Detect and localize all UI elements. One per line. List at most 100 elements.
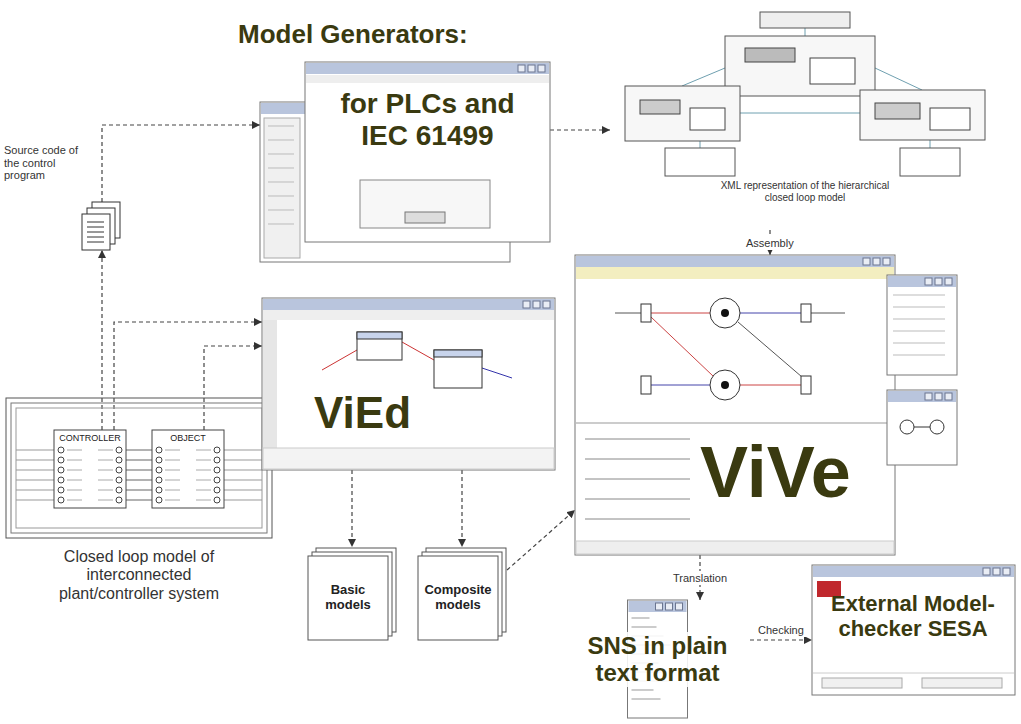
signal-wire [16, 460, 54, 461]
edge-label: Checking [755, 623, 807, 637]
token [721, 381, 729, 389]
window-frame [305, 62, 550, 242]
dialog-box [360, 180, 490, 228]
arc [740, 385, 801, 386]
block-frame [54, 430, 126, 508]
module-box [930, 108, 970, 130]
text-line [87, 227, 104, 228]
dashed-arrow [550, 129, 610, 130]
model-box [860, 90, 985, 140]
signal-wire [126, 470, 152, 471]
pin-label-mark [196, 470, 211, 471]
place [930, 420, 944, 434]
module-box [745, 48, 795, 62]
window-button [518, 65, 525, 72]
pin [58, 487, 64, 493]
module-box [690, 108, 725, 130]
illustration [6, 398, 272, 538]
window-button [983, 568, 990, 575]
source-file-icon: Source code of the control program [82, 202, 122, 250]
window-button [533, 301, 540, 308]
dialog-button [405, 212, 445, 223]
pin-label-mark [165, 480, 180, 481]
pin-label-mark [165, 490, 180, 491]
view-caption: XML representation of the hierarchical c… [710, 180, 900, 203]
text-line [87, 232, 104, 233]
signal-wire [16, 500, 54, 501]
window-caption: External Model-checker SESA [818, 591, 1008, 642]
transition [641, 304, 651, 322]
pin-label-mark [196, 500, 211, 501]
signal-wire [224, 500, 262, 501]
module-box [640, 100, 680, 114]
stack-label: Composite models [422, 583, 494, 613]
list-line [268, 196, 294, 197]
node-illustration [262, 298, 555, 470]
trace-line [585, 479, 690, 480]
illustration [418, 548, 506, 640]
pin [116, 447, 122, 453]
tool-name: ViVe [700, 431, 885, 514]
arc [651, 317, 713, 376]
model-checker-window: External Model-checker SESA [812, 565, 1015, 695]
pin-label-mark [165, 460, 180, 461]
window-button [528, 65, 535, 72]
tree-link [682, 68, 725, 86]
arc [914, 427, 930, 428]
pin-label-mark [98, 500, 113, 501]
window-button [656, 603, 663, 610]
pin-label-mark [196, 480, 211, 481]
pin [214, 487, 220, 493]
module-box [875, 103, 920, 119]
pin-label-mark [98, 450, 113, 451]
window-button [523, 301, 530, 308]
pin-label-mark [67, 480, 82, 481]
window-button [945, 278, 952, 285]
text-file-window: SNS in plain text format [565, 600, 750, 718]
title-bar [629, 601, 687, 612]
illustration [625, 12, 985, 176]
window-frame [575, 255, 895, 555]
arc [651, 385, 710, 386]
panel-divider [576, 423, 894, 424]
list-line [268, 140, 294, 141]
page-sheet [82, 214, 110, 250]
pin [116, 497, 122, 503]
signal-wire [16, 450, 54, 451]
pin [58, 447, 64, 453]
signal-wire [16, 480, 54, 481]
sheet [418, 556, 498, 640]
tree-line [893, 331, 945, 332]
window-caption: SNS in plain text format [569, 632, 746, 687]
block-title: CONTROLLER [56, 433, 124, 443]
status-bar [576, 541, 894, 554]
loop-wire [16, 408, 262, 528]
window-button [945, 393, 952, 400]
arc [740, 313, 801, 314]
text-line [632, 690, 654, 691]
signal-wire [126, 450, 152, 451]
toolbar [576, 267, 894, 279]
dashed-arrow [750, 639, 812, 640]
pin [58, 457, 64, 463]
transition [801, 304, 811, 322]
field [822, 678, 902, 688]
dashed-arrow [204, 346, 262, 430]
pin-label-mark [67, 490, 82, 491]
window-frame [887, 275, 957, 375]
signal-wire [224, 470, 262, 471]
pin-label-mark [165, 470, 180, 471]
text-line [632, 618, 650, 619]
signal-wire [126, 490, 152, 491]
signal-wire [126, 460, 152, 461]
pin-label-mark [67, 460, 82, 461]
field [922, 678, 1002, 688]
tree-line [893, 343, 945, 344]
window-button [538, 65, 545, 72]
dashed-arrow [351, 470, 352, 547]
outer-frame [6, 398, 272, 538]
tree-link [740, 113, 860, 114]
block-box [434, 350, 482, 388]
